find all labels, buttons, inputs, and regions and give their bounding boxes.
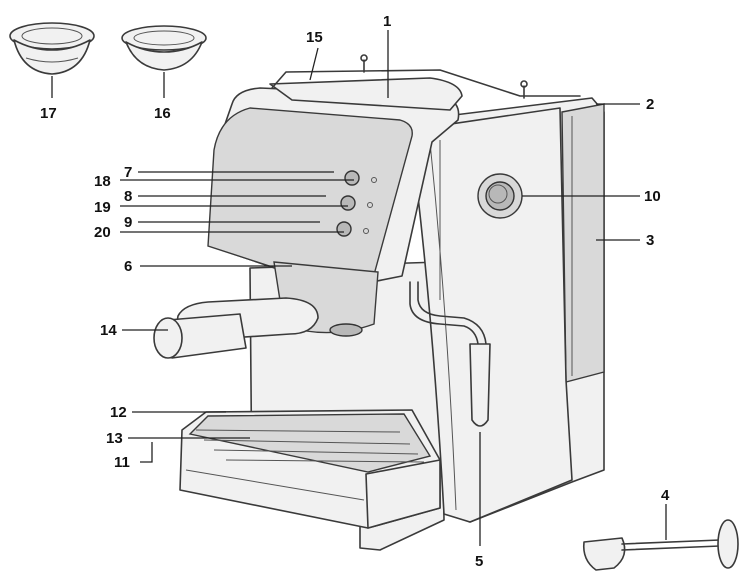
callout-labels: 17 16 15 1 2 10 3 7 18 8 19 9 20 6 14 12… (40, 13, 670, 570)
steam-lamp (367, 202, 373, 208)
callout-19: 19 (94, 199, 111, 216)
callout-20: 20 (94, 224, 111, 241)
callout-6: 6 (124, 258, 132, 275)
callout-8: 8 (124, 188, 132, 205)
callout-11: 11 (114, 454, 130, 471)
callout-1: 1 (383, 13, 391, 30)
callout-2: 2 (646, 96, 654, 113)
coffee-lamp (371, 177, 377, 183)
callout-4: 4 (661, 487, 670, 504)
steam-button[interactable] (340, 195, 356, 211)
cup-rail (271, 69, 581, 97)
callout-17: 17 (40, 105, 57, 122)
callout-13: 13 (106, 430, 123, 447)
filter-basket-double (9, 22, 95, 75)
drip-tray[interactable] (179, 409, 441, 529)
leader-lines (51, 30, 667, 546)
callout-9: 9 (124, 214, 132, 231)
callout-7: 7 (124, 164, 132, 181)
callout-12: 12 (110, 404, 127, 421)
control-panel-face (207, 107, 413, 283)
filter-basket-single (121, 25, 207, 71)
cup-warming-tray (269, 77, 463, 111)
portafilter[interactable] (153, 297, 319, 359)
power-lamp (363, 228, 369, 234)
callout-5: 5 (475, 553, 483, 570)
callout-18: 18 (94, 173, 111, 190)
steam-knob[interactable] (477, 173, 523, 219)
callout-10: 10 (644, 188, 661, 205)
measuring-spoon-tamper (582, 519, 739, 571)
steam-wand[interactable] (409, 281, 491, 427)
coffee-button[interactable] (344, 170, 360, 186)
callout-3: 3 (646, 232, 654, 249)
power-button[interactable] (336, 221, 352, 237)
callout-15: 15 (306, 29, 323, 46)
water-tank (561, 103, 605, 383)
callout-16: 16 (154, 105, 171, 122)
callout-14: 14 (100, 322, 117, 339)
